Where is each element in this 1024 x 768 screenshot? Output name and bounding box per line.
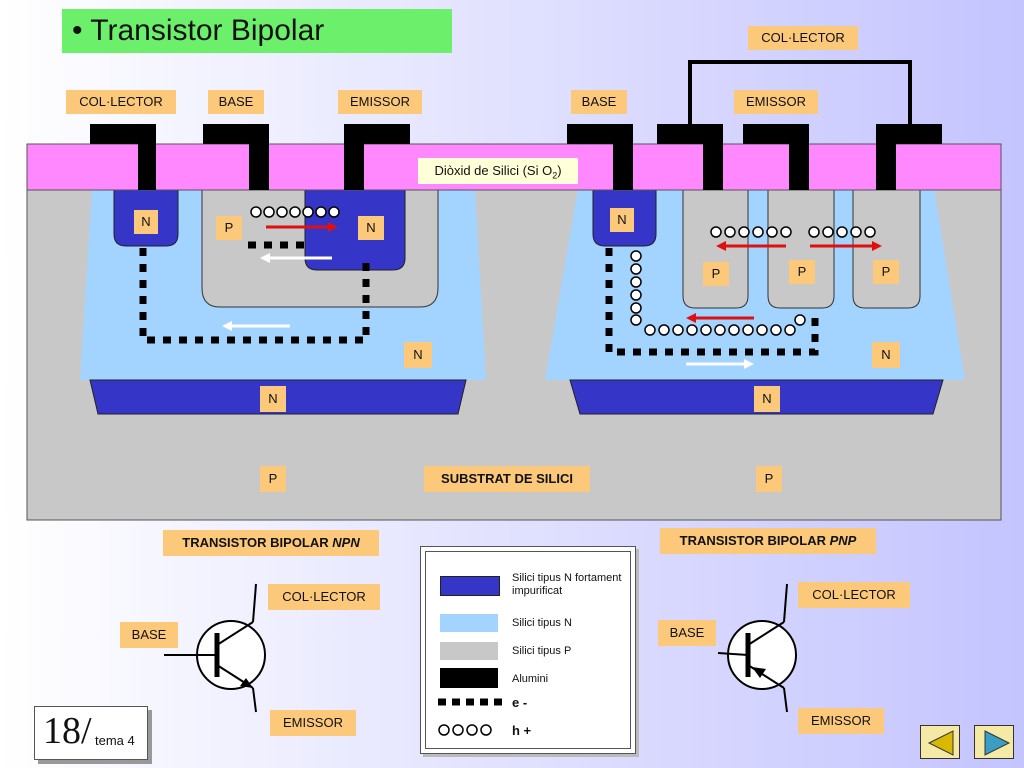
region-n1: N xyxy=(134,210,158,234)
page-number-box: 18/ tema 4 xyxy=(34,706,148,760)
region-n-well: N xyxy=(404,342,432,368)
npn-symbol-emitter: EMISSOR xyxy=(270,710,356,736)
legend-swatch-p xyxy=(440,642,498,660)
legend-text-electrons: e - xyxy=(512,695,528,710)
npn-heading: TRANSISTOR BIPOLAR NPN xyxy=(163,530,379,556)
region-n-buried: N xyxy=(260,386,286,412)
npn-arrows xyxy=(222,222,338,331)
legend-text-n: Silici tipus N xyxy=(512,617,572,629)
region-p-sub: P xyxy=(260,466,286,492)
npn-holes xyxy=(250,206,340,218)
legend-carriers-icon xyxy=(438,698,504,736)
prev-slide-button[interactable] xyxy=(920,725,960,759)
region-p2c: P xyxy=(873,260,899,284)
oxide-label: Diòxid de Silici (Si O2) xyxy=(418,158,578,184)
pnp-p-collector-right xyxy=(852,187,921,309)
region-n-well2: N xyxy=(872,342,900,368)
page-number: 18/ xyxy=(43,710,92,752)
region-p-sub2: P xyxy=(756,466,782,492)
npn-symbol xyxy=(164,583,266,713)
next-slide-button[interactable] xyxy=(974,725,1014,759)
legend-swatch-n xyxy=(440,614,498,632)
aluminium-contacts xyxy=(90,124,942,190)
npn-base-label: BASE xyxy=(208,90,264,114)
npn-electron-path xyxy=(139,248,370,344)
npn-collector-label: COL·LECTOR xyxy=(66,90,176,114)
page-title: • Transistor Bipolar xyxy=(62,9,452,53)
legend-text-n-plus: Silici tipus N fortament impurificat xyxy=(512,572,622,597)
pnp-heading: TRANSISTOR BIPOLAR PNP xyxy=(660,528,876,554)
pnp-symbol-collector: COL·LECTOR xyxy=(798,582,910,608)
region-n-buried2: N xyxy=(754,386,780,412)
triangle-left-icon xyxy=(927,730,954,756)
substrate-label: SUBSTRAT DE SILICI xyxy=(424,466,590,492)
legend-text-aluminium: Alumini xyxy=(512,673,549,685)
legend-text-holes: h + xyxy=(512,723,532,738)
pnp-p-collector-left xyxy=(682,187,749,309)
region-n-emitter: N xyxy=(358,216,384,240)
pnp-emitter-label: EMISSOR xyxy=(734,90,818,114)
pnp-collector-label: COL·LECTOR xyxy=(748,26,858,50)
triangle-right-icon xyxy=(984,730,1011,756)
pnp-base-label: BASE xyxy=(571,90,627,114)
pnp-symbol xyxy=(717,583,797,713)
pnp-symbol-base: BASE xyxy=(658,620,716,646)
npn-symbol-base: BASE xyxy=(120,622,178,648)
npn-symbol-collector: COL·LECTOR xyxy=(268,584,380,610)
legend-swatch-aluminium xyxy=(440,668,498,688)
region-p-base: P xyxy=(216,216,242,240)
pnp-arrows xyxy=(686,241,882,369)
pnp-p-emitter xyxy=(767,187,835,309)
legend-text-p: Silici tipus P xyxy=(512,645,572,657)
npn-emitter-label: EMISSOR xyxy=(338,90,422,114)
pnp-symbol-emitter: EMISSOR xyxy=(798,708,884,734)
region-n2: N xyxy=(610,208,634,232)
legend: Silici tipus N fortament impurificat Sil… xyxy=(420,546,636,754)
pnp-electron-path xyxy=(605,248,819,356)
pnp-holes xyxy=(630,226,876,336)
page-topic: tema 4 xyxy=(95,733,135,748)
region-p2b: P xyxy=(789,260,815,284)
region-p2a: P xyxy=(703,262,729,286)
collector-wire xyxy=(688,60,912,124)
legend-swatch-n-plus xyxy=(440,576,500,596)
